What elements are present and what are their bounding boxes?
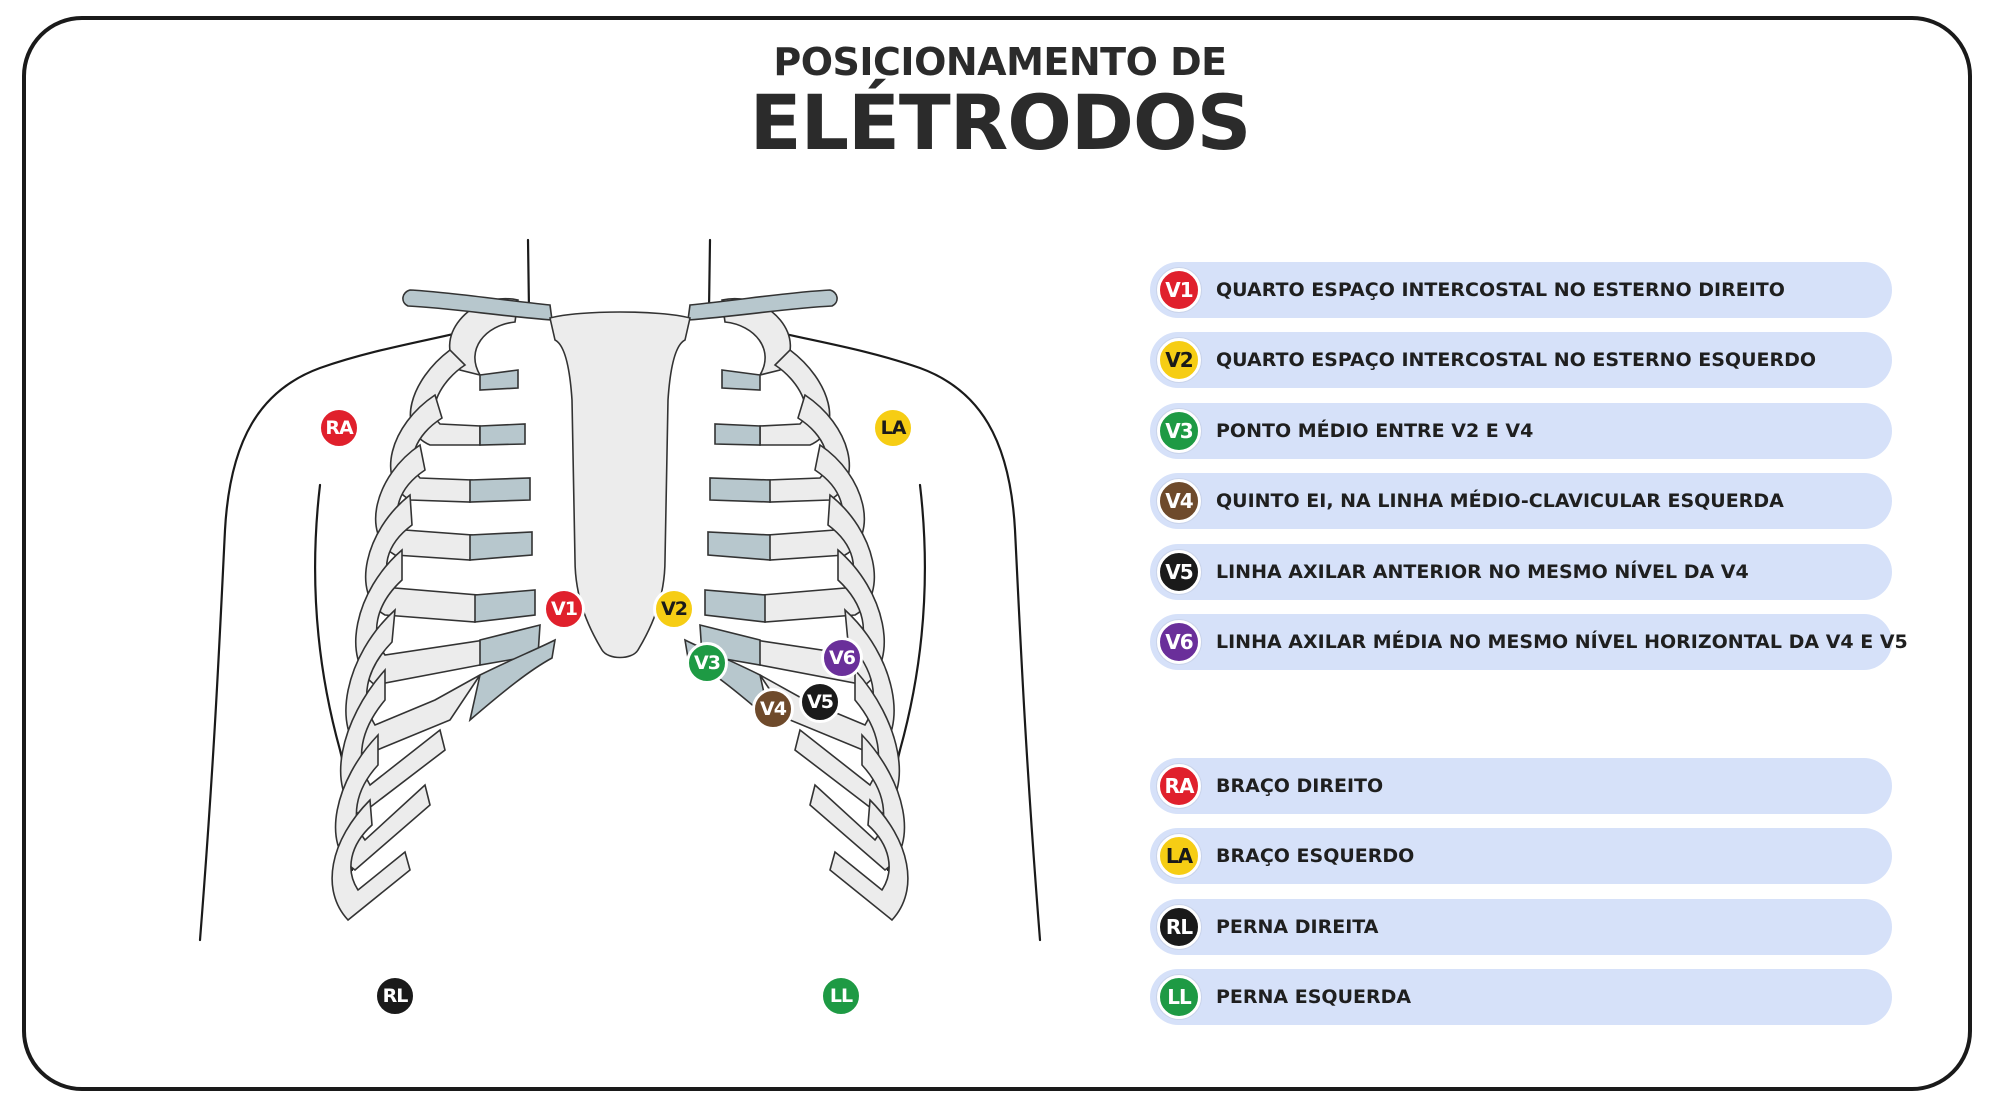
torso-ribcage-illustration [198, 238, 1042, 942]
legend-item-v5: V5 LINHA AXILAR ANTERIOR NO MESMO NÍVEL … [1150, 544, 1892, 600]
badge-v3: V3 [1157, 409, 1201, 453]
marker-ll: LL [820, 975, 862, 1017]
marker-rl: RL [374, 975, 416, 1017]
legend-text-v1: QUARTO ESPAÇO INTERCOSTAL NO ESTERNO DIR… [1216, 279, 1785, 301]
marker-v3: V3 [686, 642, 728, 684]
legend-text-ll: PERNA ESQUERDA [1216, 986, 1412, 1008]
ribs [331, 289, 909, 922]
legend-text-v5: LINHA AXILAR ANTERIOR NO MESMO NÍVEL DA … [1216, 561, 1749, 583]
marker-v6: V6 [821, 637, 863, 679]
badge-la: LA [1157, 834, 1201, 878]
legend-text-ra: BRAÇO DIREITO [1216, 775, 1384, 797]
legend-text-rl: PERNA DIREITA [1216, 916, 1379, 938]
title-line-1: POSICIONAMENTO DE [773, 40, 1227, 84]
badge-ra: RA [1157, 764, 1201, 808]
marker-v4: V4 [752, 688, 794, 730]
badge-v6: V6 [1157, 620, 1201, 664]
badge-v2: V2 [1157, 338, 1201, 382]
legend-item-ll: LL PERNA ESQUERDA [1150, 969, 1892, 1025]
marker-la: LA [872, 407, 914, 449]
legend-item-v2: V2 QUARTO ESPAÇO INTERCOSTAL NO ESTERNO … [1150, 332, 1892, 388]
badge-rl: RL [1157, 905, 1201, 949]
legend-text-v2: QUARTO ESPAÇO INTERCOSTAL NO ESTERNO ESQ… [1216, 349, 1817, 371]
legend-item-la: LA BRAÇO ESQUERDO [1150, 828, 1892, 884]
legend-text-la: BRAÇO ESQUERDO [1216, 845, 1415, 867]
marker-v5: V5 [799, 681, 841, 723]
legend-item-v4: V4 QUINTO EI, NA LINHA MÉDIO-CLAVICULAR … [1150, 473, 1892, 529]
title-line-2: ELÉTRODOS [749, 78, 1252, 167]
legend-item-ra: RA BRAÇO DIREITO [1150, 758, 1892, 814]
legend-item-v6: V6 LINHA AXILAR MÉDIA NO MESMO NÍVEL HOR… [1150, 614, 1908, 670]
badge-v4: V4 [1157, 479, 1201, 523]
legend-text-v4: QUINTO EI, NA LINHA MÉDIO-CLAVICULAR ESQ… [1216, 490, 1784, 512]
legend-text-v3: PONTO MÉDIO ENTRE V2 E V4 [1216, 420, 1534, 442]
marker-ra: RA [318, 407, 360, 449]
legend-text-v6: LINHA AXILAR MÉDIA NO MESMO NÍVEL HORIZO… [1216, 631, 1908, 653]
badge-v5: V5 [1157, 550, 1201, 594]
badge-v1: V1 [1157, 268, 1201, 312]
legend-item-v3: V3 PONTO MÉDIO ENTRE V2 E V4 [1150, 403, 1892, 459]
marker-v2: V2 [653, 588, 695, 630]
badge-ll: LL [1157, 975, 1201, 1019]
marker-v1: V1 [543, 588, 585, 630]
legend-item-rl: RL PERNA DIREITA [1150, 899, 1892, 955]
legend-item-v1: V1 QUARTO ESPAÇO INTERCOSTAL NO ESTERNO … [1150, 262, 1892, 318]
